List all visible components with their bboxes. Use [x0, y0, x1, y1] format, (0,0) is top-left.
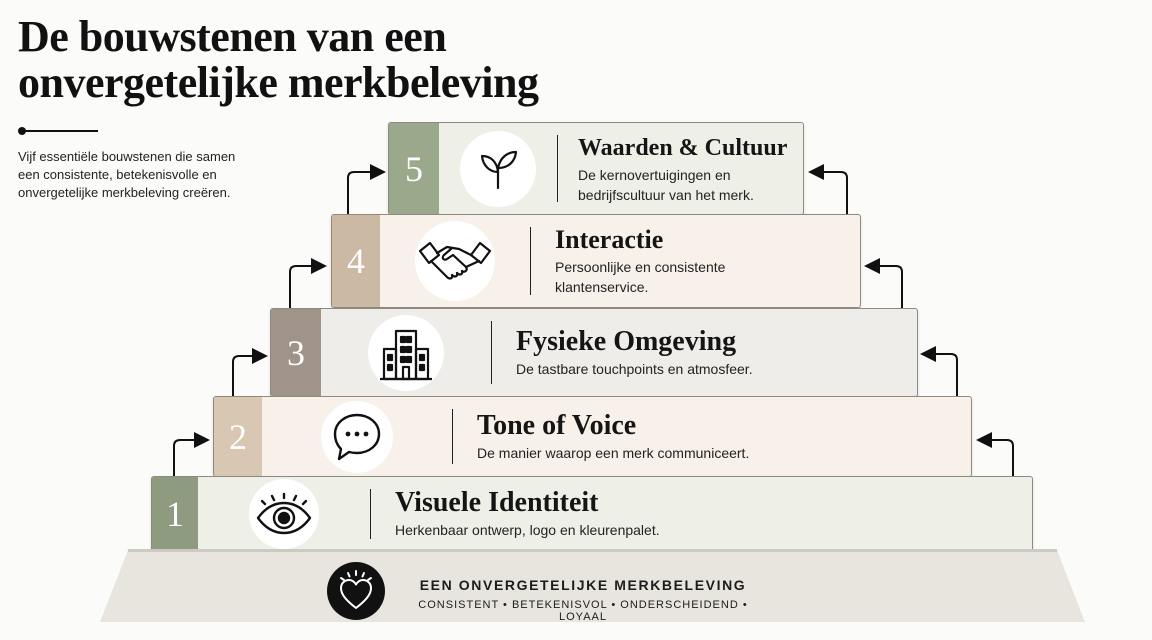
base-title: EEN ONVERGETELIJKE MERKBELEVING	[419, 577, 747, 593]
arrow-right-3-4	[864, 258, 903, 308]
tier-1-divider	[370, 489, 371, 539]
title-rule-line	[22, 130, 98, 132]
title-line-1: De bouwstenen van een	[18, 12, 447, 61]
building-icon	[368, 314, 444, 391]
handshake-icon	[415, 221, 495, 301]
plant-icon	[460, 130, 536, 207]
tier-2-number: 2	[214, 397, 262, 476]
tier-2: 2 Tone of Voice De manier waarop een mer…	[213, 396, 972, 477]
arrow-left-3-4	[289, 258, 327, 308]
tier-5: 5 Waarden & Cultuur De kernovertuigingen…	[388, 122, 804, 215]
arrow-left-2-3	[232, 348, 268, 396]
tier-3-title: Fysieke Omgeving	[516, 325, 737, 357]
tier-1-desc: Herkenbaar ontwerp, logo en kleurenpalet…	[395, 522, 660, 538]
base-subtitle: CONSISTENT • BETEKENISVOL • ONDERSCHEIDE…	[418, 599, 748, 623]
intro-text: Vijf essentiële bouwstenen die samen een…	[18, 149, 236, 200]
tier-4-number: 4	[332, 215, 380, 307]
tier-4-desc: Persoonlijke en consistente klantenservi…	[555, 259, 726, 295]
tier-5-desc: De kernovertuigingen en bedrijfscultuur …	[578, 166, 754, 203]
tier-2-title: Tone of Voice	[477, 409, 637, 441]
arrow-right-2-3	[920, 346, 958, 396]
tier-5-title: Waarden & Cultuur	[578, 134, 788, 161]
tier-3-divider	[491, 321, 492, 384]
tier-5-divider	[557, 135, 558, 202]
tier-4-title: Interactie	[555, 225, 664, 254]
tier-1: 1 Visuele Identiteit Herkenbaar ontwerp,…	[151, 476, 1033, 552]
arrow-left-4-5	[347, 164, 386, 214]
tier-3-number: 3	[271, 309, 321, 396]
eye-icon	[249, 479, 319, 549]
tier-2-divider	[452, 409, 453, 464]
tier-3: 3 Fysieke Omgeving De	[270, 308, 918, 397]
tier-1-number: 1	[152, 477, 198, 551]
tier-4-divider	[530, 227, 531, 295]
arrow-right-4-5	[808, 164, 848, 214]
title-line-2: onvergetelijke merkbeleving	[18, 58, 539, 107]
arrow-left-1-2	[173, 432, 210, 476]
page-title: De bouwstenen van een onvergetelijke mer…	[18, 14, 618, 106]
tier-2-desc: De manier waarop een merk communiceert.	[477, 444, 750, 461]
tier-1-title: Visuele Identiteit	[395, 487, 599, 518]
tier-3-desc: De tastbare touchpoints en atmosfeer.	[516, 360, 753, 377]
arrow-right-1-2	[976, 432, 1014, 476]
pyramid-base-edge	[128, 549, 1057, 552]
tier-5-number: 5	[389, 123, 439, 214]
tier-4: 4 Interactie Persoonlijke en consistente…	[331, 214, 861, 308]
pyramid-base	[100, 550, 1085, 622]
speech-bubble-icon	[321, 400, 393, 473]
heart-icon	[327, 562, 385, 620]
